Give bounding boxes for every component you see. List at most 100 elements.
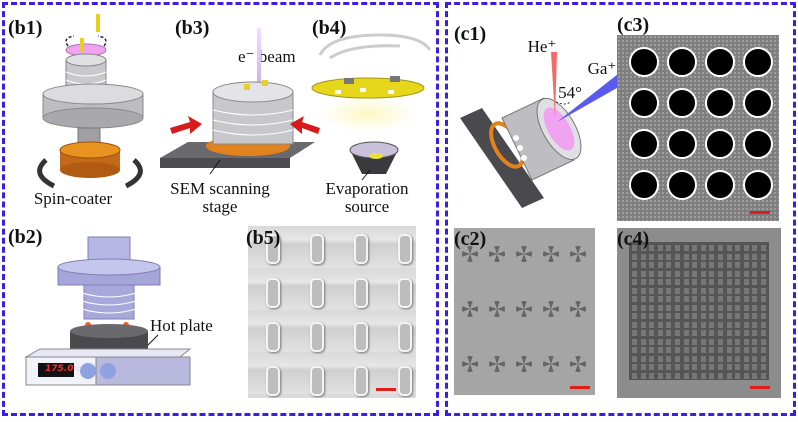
b5-feature — [266, 322, 280, 352]
c4-feature — [632, 338, 637, 345]
c4-feature — [632, 253, 637, 260]
c4-feature — [752, 245, 758, 251]
c4-feature — [692, 262, 698, 268]
c4-feature — [666, 313, 672, 319]
c4-feature — [675, 262, 680, 268]
c4-feature — [761, 253, 766, 260]
c4-feature — [718, 355, 723, 362]
c4-feature — [752, 270, 758, 277]
c2-feature — [570, 356, 586, 372]
c4-feature — [675, 355, 680, 362]
c4-feature — [666, 321, 672, 328]
c4-feature — [743, 270, 749, 277]
c4-feature — [709, 313, 715, 319]
c4-feature — [657, 296, 663, 302]
c4-feature — [632, 304, 637, 311]
c3-feature — [705, 88, 735, 118]
panel-label-b2: (b2) — [8, 226, 43, 248]
c4-feature — [709, 253, 715, 260]
c4-feature — [726, 287, 732, 294]
c4-feature — [700, 262, 706, 268]
c4-feature — [683, 245, 689, 251]
c4-feature — [692, 313, 698, 319]
b5-feature — [354, 322, 368, 352]
c4-feature — [735, 270, 741, 277]
c4-feature — [726, 304, 732, 311]
c4-feature — [735, 347, 741, 353]
c4-feature — [666, 287, 672, 294]
c4-feature — [657, 313, 663, 319]
c4-feature — [675, 304, 680, 311]
c4-feature — [649, 304, 655, 311]
c4-feature — [726, 330, 732, 336]
c4-feature — [657, 262, 663, 268]
c4-feature — [709, 372, 715, 379]
c4-feature — [657, 279, 663, 285]
c4-feature — [709, 270, 715, 277]
c2-feature — [516, 356, 532, 372]
c4-feature — [726, 270, 732, 277]
panel-b2: (b2) 175.0°C Hot plate — [8, 225, 228, 405]
c4-feature — [761, 338, 766, 345]
c4-feature — [735, 313, 741, 319]
c4-feature — [726, 253, 732, 260]
c4-feature — [718, 338, 723, 345]
c4-feature — [709, 330, 715, 336]
spin-coater-assembly-illustration — [37, 14, 144, 189]
c4-feature — [683, 347, 689, 353]
c4-feature — [709, 338, 715, 345]
scale-bar — [376, 388, 396, 391]
c4-feature — [666, 253, 672, 260]
c2-feature — [516, 301, 532, 317]
c4-feature — [683, 304, 689, 311]
c2-feature — [462, 301, 478, 317]
c4-feature — [675, 245, 680, 251]
c4-feature — [743, 355, 749, 362]
c4-feature — [726, 355, 732, 362]
c4-feature — [640, 364, 646, 370]
caption-spin-coater: Spin-coater — [33, 189, 113, 208]
c4-feature — [666, 364, 672, 370]
c4-feature — [640, 270, 646, 277]
c4-feature — [700, 287, 706, 294]
c4-feature — [726, 279, 732, 285]
c4-feature — [640, 338, 646, 345]
c4-feature — [752, 364, 758, 370]
c2-feature — [462, 356, 478, 372]
hot-plate-illustration — [24, 236, 192, 386]
c4-feature — [718, 321, 723, 328]
c4-feature — [640, 296, 646, 302]
c4-feature — [692, 347, 698, 353]
he-ion-label: He⁺ — [527, 37, 557, 56]
c4-feature — [632, 347, 637, 353]
c4-feature — [692, 338, 698, 345]
c4-feature — [666, 270, 672, 277]
scale-bar — [750, 211, 770, 214]
c4-feature — [666, 338, 672, 345]
panel-c2-sem-image — [454, 228, 595, 395]
c4-feature — [726, 262, 732, 268]
c4-feature — [718, 364, 723, 370]
panel-b1: (b1) Spin-coater — [8, 10, 144, 210]
c4-feature — [700, 313, 706, 319]
c4-feature — [752, 372, 758, 379]
c4-feature — [718, 270, 723, 277]
c4-feature — [718, 253, 723, 260]
c4-feature — [649, 287, 655, 294]
c4-feature — [700, 270, 706, 277]
c4-feature — [735, 304, 741, 311]
c4-feature — [675, 364, 680, 370]
c3-feature — [629, 47, 659, 77]
c4-feature — [649, 372, 655, 379]
c4-feature — [700, 347, 706, 353]
c4-feature — [735, 338, 741, 345]
c4-feature — [640, 355, 646, 362]
c4-feature — [752, 304, 758, 311]
c2-feature — [489, 246, 505, 262]
c4-feature — [709, 347, 715, 353]
c4-feature — [743, 279, 749, 285]
c4-feature — [683, 330, 689, 336]
c4-feature — [675, 321, 680, 328]
c3-feature — [629, 170, 659, 200]
panel-b3: (b3) e⁻ beam SEM scanning stage — [150, 10, 320, 215]
